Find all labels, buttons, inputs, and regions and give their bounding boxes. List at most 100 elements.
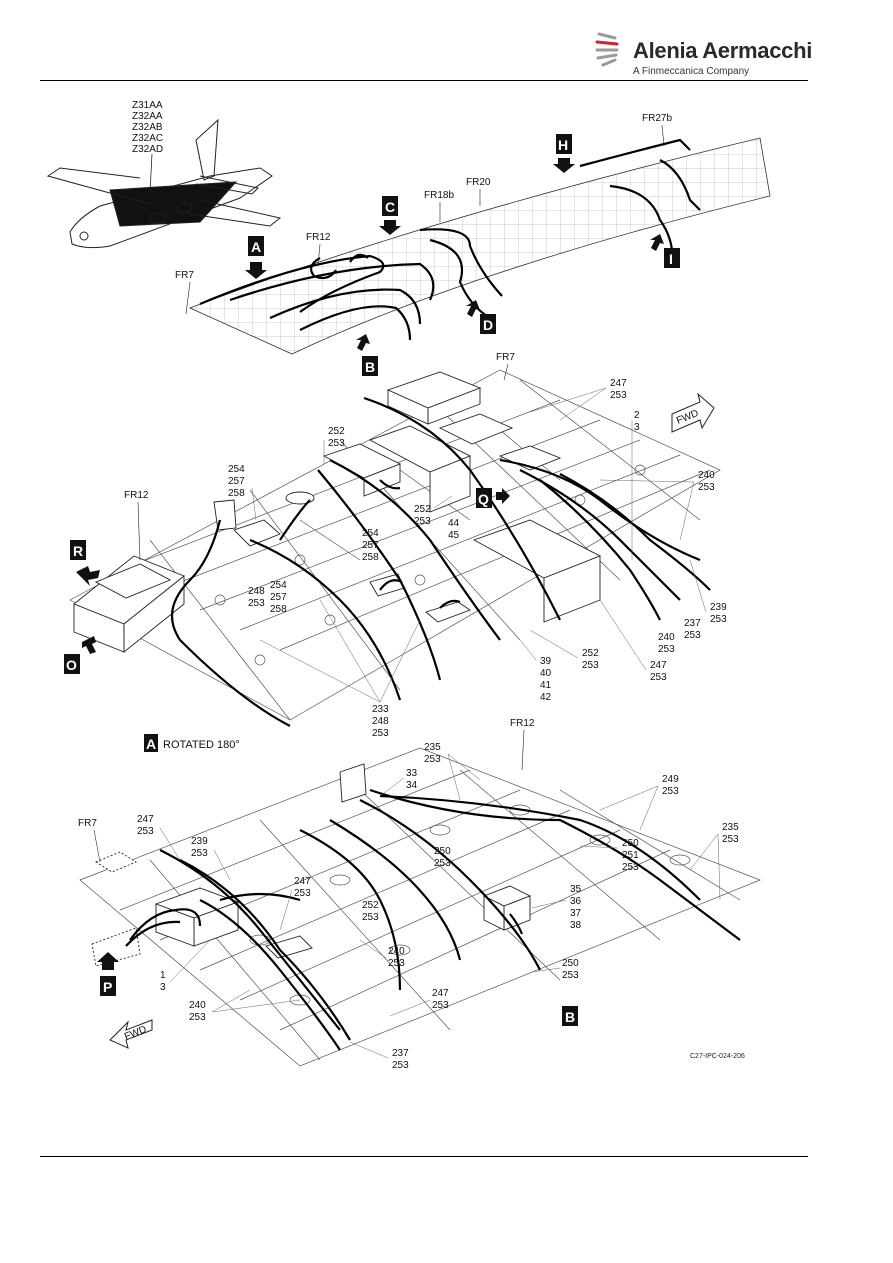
effectivity-code: Z32AA (132, 111, 163, 122)
view-a-harness (170, 396, 711, 727)
svg-text:253: 253 (710, 614, 727, 625)
svg-text:44: 44 (448, 518, 460, 529)
svg-text:35: 35 (570, 884, 582, 895)
svg-text:253: 253 (362, 912, 379, 923)
svg-text:1: 1 (160, 970, 166, 981)
svg-text:250: 250 (434, 846, 451, 857)
header-rule (40, 80, 808, 81)
svg-text:40: 40 (540, 668, 552, 679)
view-tag-b: B (365, 359, 375, 375)
footer-rule (40, 1156, 808, 1157)
svg-text:247: 247 (137, 814, 154, 825)
svg-text:253: 253 (650, 672, 667, 683)
frame-label: FR7 (175, 270, 194, 281)
caption-tag-a: A (146, 736, 156, 752)
svg-text:252: 252 (362, 900, 379, 911)
svg-text:254: 254 (270, 580, 287, 591)
fwd-arrow-icon: FWD (109, 1019, 153, 1049)
svg-text:253: 253 (294, 888, 311, 899)
ipc-figure: Z31AA Z32AA Z32AB Z32AC Z32AD FR7 FR12 F… (46, 100, 771, 1071)
svg-text:253: 253 (684, 630, 701, 641)
frame-label: FR7 (496, 352, 515, 363)
brand-name: Alenia Aermacchi (633, 38, 813, 63)
svg-text:235: 235 (722, 822, 739, 833)
effectivity-list: Z31AA Z32AA Z32AB Z32AC Z32AD (132, 100, 163, 193)
effectivity-code: Z32AD (132, 144, 163, 155)
svg-text:253: 253 (328, 438, 345, 449)
svg-text:240: 240 (698, 470, 715, 481)
svg-text:257: 257 (362, 540, 379, 551)
svg-text:247: 247 (432, 988, 449, 999)
arrow-up-left-icon (650, 234, 664, 251)
svg-text:253: 253 (610, 390, 627, 401)
svg-text:253: 253 (248, 598, 265, 609)
svg-text:240: 240 (388, 946, 405, 957)
frame-label: FR12 (124, 490, 149, 501)
svg-text:252: 252 (414, 504, 431, 515)
svg-text:33: 33 (406, 768, 418, 779)
view-a-equipment (73, 371, 602, 653)
svg-text:2: 2 (634, 410, 640, 421)
frame-label: FR18b (424, 190, 454, 201)
svg-text:45: 45 (448, 530, 460, 541)
arrow-up-icon (97, 952, 119, 970)
frame-label: FR12 (306, 232, 331, 243)
svg-text:247: 247 (650, 660, 667, 671)
overview-frame-labels: FR7 FR12 FR18b FR20 FR27b (175, 113, 672, 315)
view-tag-o: O (66, 657, 77, 673)
view-tag-r: R (73, 543, 83, 559)
page-header: Alenia Aermacchi A Finmeccanica Company (0, 0, 893, 84)
svg-text:247: 247 (610, 378, 627, 389)
arrow-down-icon (553, 158, 575, 173)
svg-text:257: 257 (270, 592, 287, 603)
svg-text:239: 239 (710, 602, 727, 613)
svg-text:237: 237 (392, 1048, 409, 1059)
view-tag-d: D (483, 317, 493, 333)
svg-text:258: 258 (362, 552, 379, 563)
svg-text:34: 34 (406, 780, 418, 791)
svg-text:42: 42 (540, 692, 552, 703)
svg-text:240: 240 (658, 632, 675, 643)
svg-text:253: 253 (424, 754, 441, 765)
svg-text:250: 250 (622, 838, 639, 849)
view-tag-p: P (103, 979, 112, 995)
svg-text:253: 253 (137, 826, 154, 837)
overview-view-tags: A B C D H I (245, 134, 680, 376)
view-b-labels: FR12 FR7 B P FWD (78, 718, 578, 1049)
svg-text:253: 253 (372, 728, 389, 739)
svg-text:37: 37 (570, 908, 582, 919)
svg-text:252: 252 (328, 426, 345, 437)
view-tag-i: I (669, 251, 673, 267)
svg-text:254: 254 (362, 528, 379, 539)
svg-text:3: 3 (634, 422, 640, 433)
arrow-down-icon (379, 220, 401, 235)
svg-text:235: 235 (424, 742, 441, 753)
effectivity-code: Z32AB (132, 122, 163, 133)
arrow-down-icon (245, 262, 267, 279)
svg-text:253: 253 (722, 834, 739, 845)
arrow-up-right-icon (82, 636, 96, 654)
svg-text:258: 258 (270, 604, 287, 615)
svg-text:251: 251 (622, 850, 639, 861)
